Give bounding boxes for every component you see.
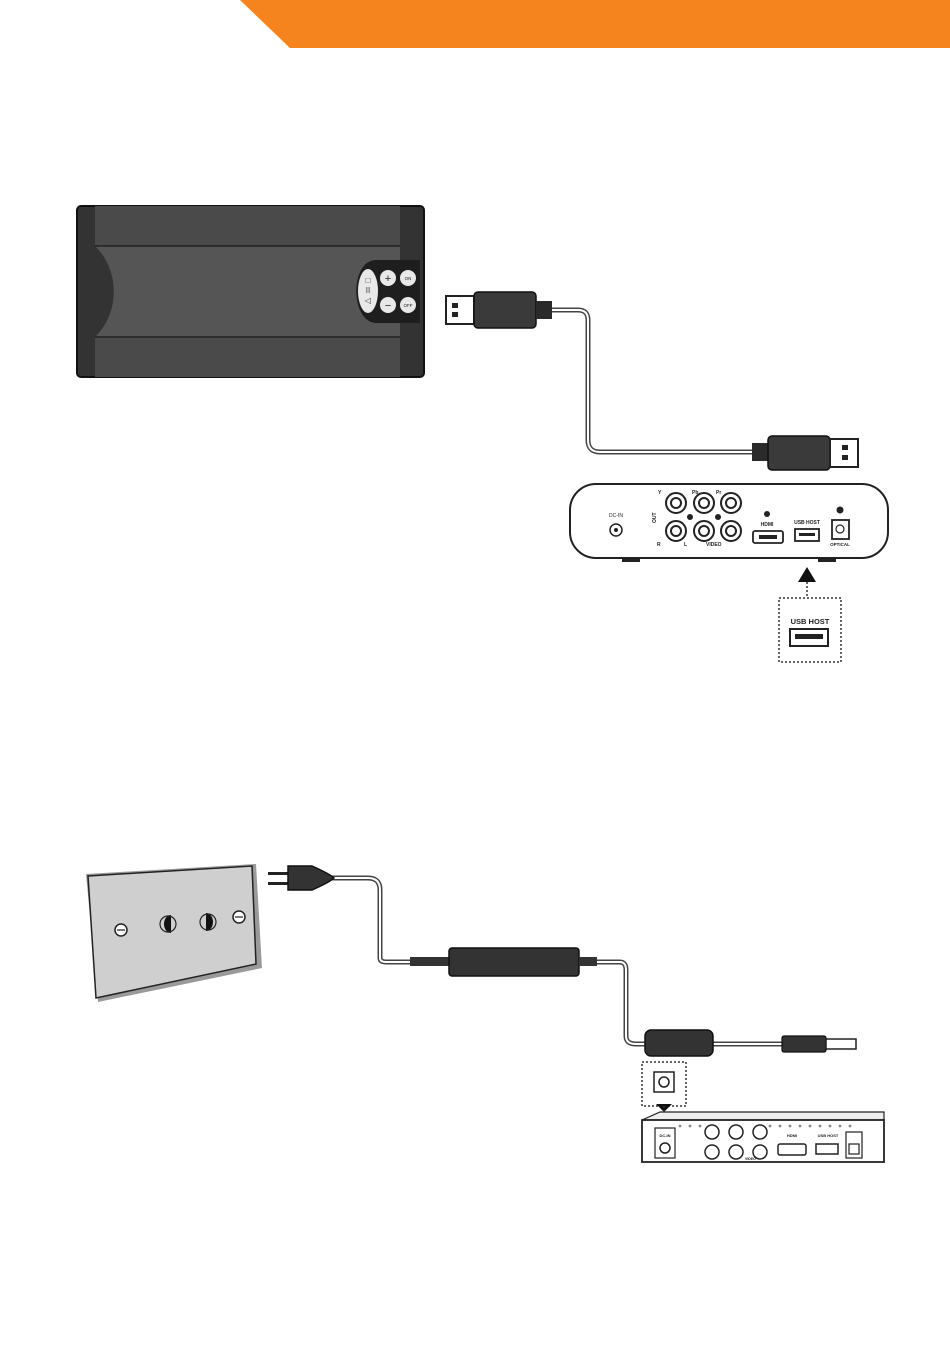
power-adapter [410,948,597,976]
hdd-off-label: OFF [404,303,413,308]
usb-host-label-bottom: USB HOST [818,1133,839,1138]
usb-host-label-top: USB HOST [794,520,820,526]
hdd-on-label: ON [405,276,412,281]
wall-outlet [86,864,262,1002]
hdd-minus-label: − [385,300,391,312]
hdd-plus-label: + [385,273,391,285]
dc-in-callout [642,1062,686,1118]
power-cable [268,866,856,1056]
optical-label: OPTICAL [830,542,850,547]
hdmi-label-top: HDMI [761,522,774,528]
usb-a-plug-left [446,292,552,328]
dc-in-label-top: DC-IN [609,513,623,519]
audio-r-label: R [657,542,661,548]
dc-in-label-bottom: DC-IN [659,1133,670,1138]
hdmi-label-bottom: HDMI [787,1133,797,1138]
hdd-button-panel: □ II ◁ + − ON OFF [356,260,420,323]
usb-host-callout: USB HOST [779,567,841,662]
audio-l-label: L [684,542,687,548]
dc-in-jack-bottom [660,1143,670,1153]
optical-port-top [832,520,849,539]
media-player-rear-top: DC-IN Y Pb Pr OUT R L VIDEO HDMI USB HOS… [570,484,888,562]
pr-label: Pr [716,490,721,496]
media-player-rear-bottom: DC-IN VIDEO HDMI USB HOST [642,1112,884,1162]
ferrite-core [645,1030,713,1056]
svg-text:◁: ◁ [364,296,371,305]
svg-text:□: □ [366,276,371,285]
usb-cable [446,292,858,470]
header-banner [240,0,950,48]
svg-text:II: II [366,286,370,295]
usb-host-callout-label: USB HOST [791,617,830,626]
hdmi-port-bottom [778,1144,806,1155]
power-plug [268,866,334,890]
video-label-top: VIDEO [706,542,722,548]
usb-host-port-bottom [816,1144,838,1154]
video-label-bottom: VIDEO [745,1157,756,1161]
usb-a-plug-right [752,436,858,470]
out-label: OUT [652,512,658,523]
external-hdd: □ II ◁ + − ON OFF [77,206,424,377]
dc-plug [782,1036,856,1052]
